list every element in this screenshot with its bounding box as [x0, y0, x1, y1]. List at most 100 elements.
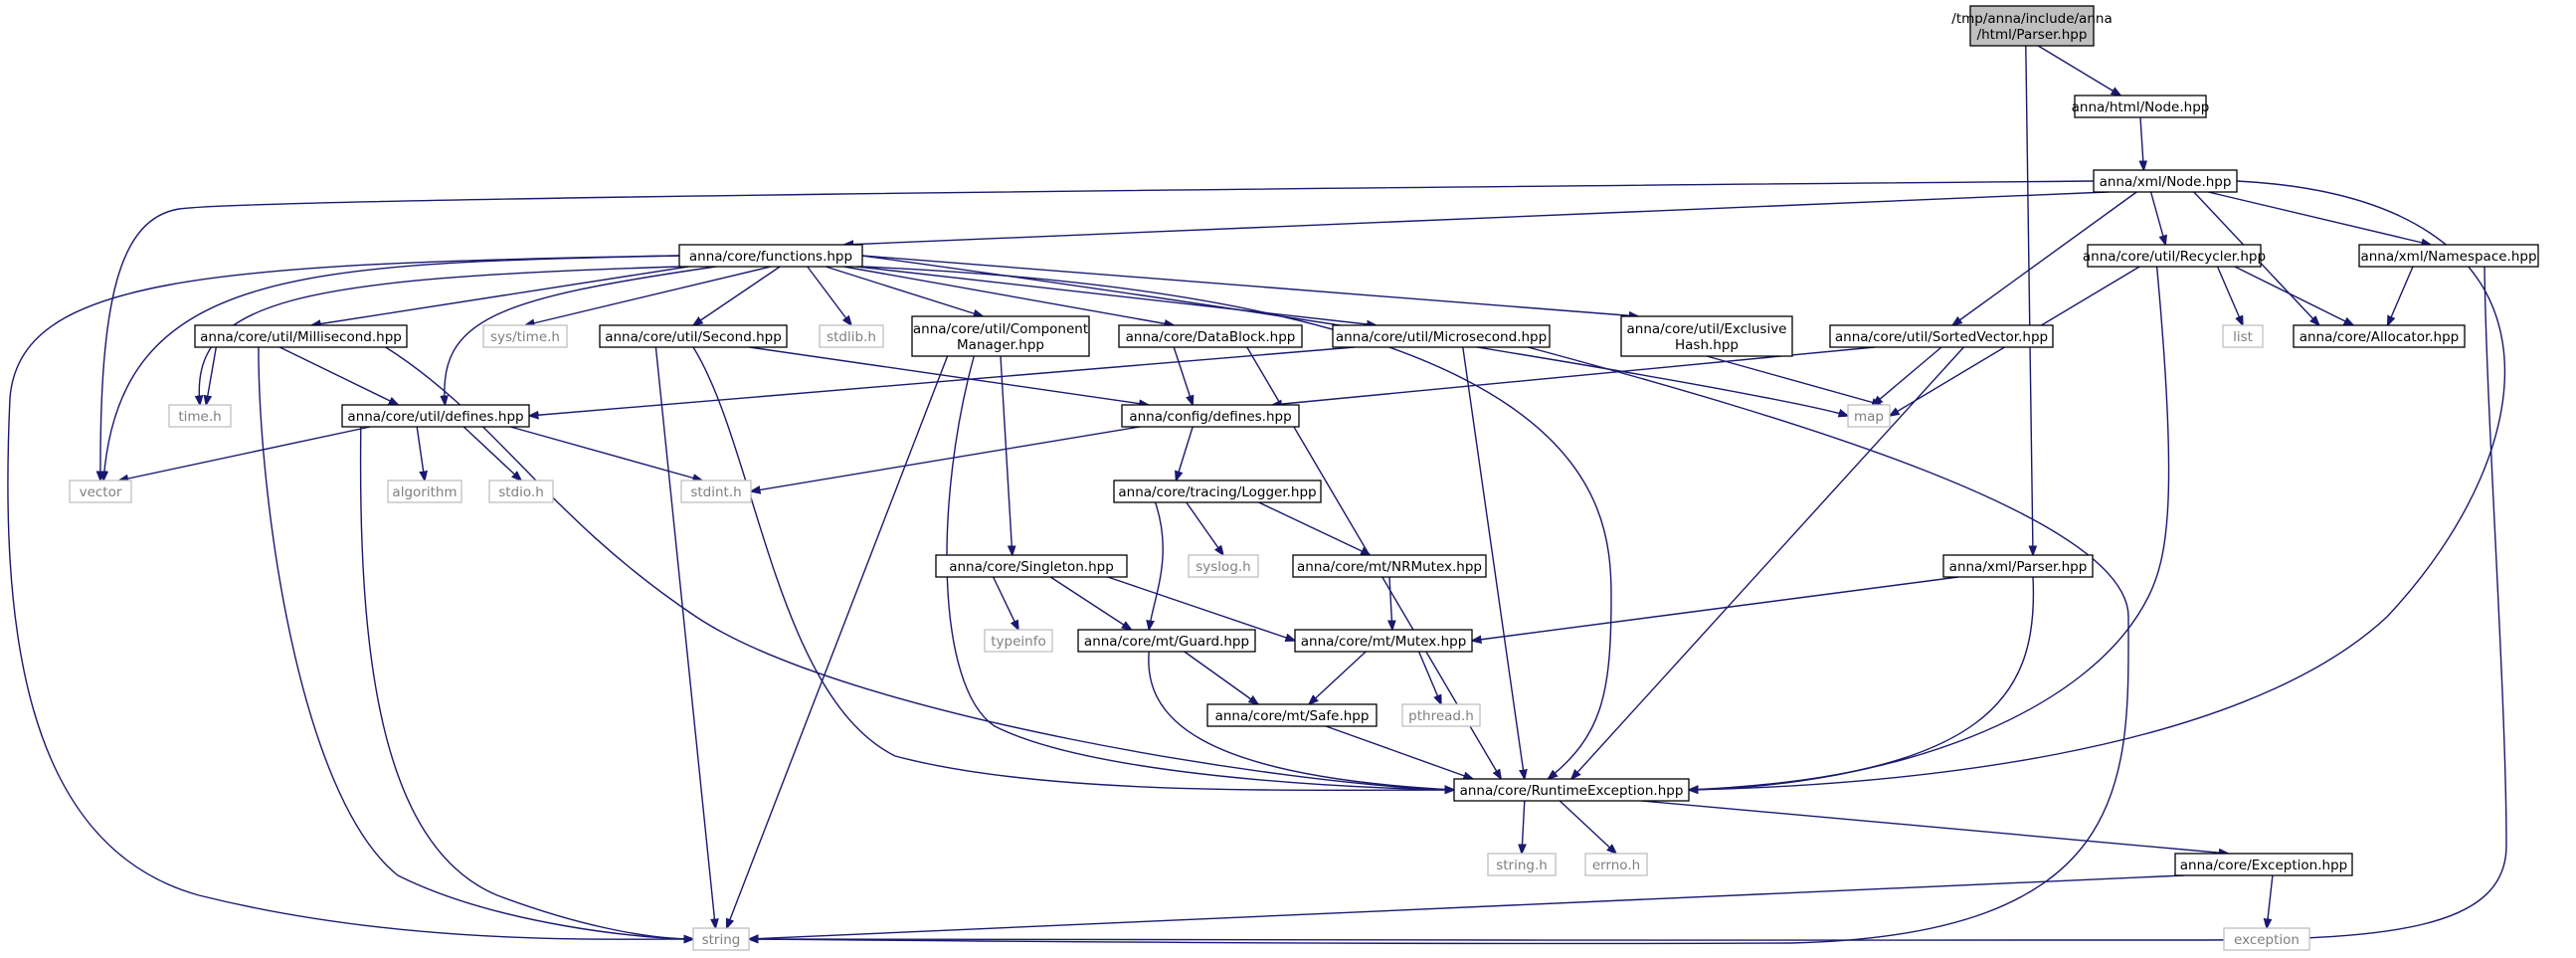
node-label: Hash.hpp	[1675, 337, 1739, 353]
node-box	[2087, 244, 2262, 268]
edge-guard-to-safe	[1184, 651, 1258, 704]
edge-mutex-to-pthread	[1417, 651, 1441, 704]
node-box	[1401, 703, 1481, 727]
edge-runtime-to-errno	[1559, 800, 1616, 854]
edge-functions-to-map	[861, 255, 1848, 416]
node-functions[interactable]: anna/core/functions.hpp	[678, 244, 863, 268]
node-box	[1487, 853, 1557, 876]
node-label: list	[2233, 329, 2253, 345]
edge-xml_node-to-recycler	[2149, 191, 2166, 245]
node-box	[935, 554, 1128, 578]
edge-runtime-to-exception_hpp	[1641, 800, 2229, 854]
node-config-defines[interactable]: anna/config/defines.hpp	[1121, 404, 1300, 428]
node-root[interactable]: /tmp/anna/include/anna/html/Parser.hpp	[1951, 5, 2113, 47]
node-label: anna/xml/Parser.hpp	[1949, 559, 2088, 575]
edge-util_defines-to-algorithm	[416, 426, 425, 480]
node-xml-parser[interactable]: anna/xml/Parser.hpp	[1942, 554, 2094, 578]
node-logger[interactable]: anna/core/tracing/Logger.hpp	[1113, 479, 1322, 503]
node-label: syslog.h	[1196, 559, 1250, 575]
node-safe[interactable]: anna/core/mt/Safe.hpp	[1206, 703, 1378, 727]
node-box	[1113, 479, 1322, 503]
edge-config_defines-to-logger	[1176, 426, 1194, 480]
edge-util_defines-to-string	[359, 426, 693, 939]
node-label: anna/core/util/Exclusive	[1627, 321, 1787, 337]
edge-microsecond-to-util_defines	[529, 346, 1355, 416]
node-box	[194, 324, 408, 348]
node-label: anna/core/util/defines.hpp	[347, 409, 523, 425]
edge-xml_node-to-functions	[844, 191, 2109, 245]
edge-nrmutex-to-mutex	[1389, 576, 1392, 630]
edge-xml_node-to-vector	[100, 180, 2095, 480]
edge-functions-to-stdlib	[807, 266, 851, 325]
edge-namespace-to-allocator	[2388, 266, 2414, 325]
edge-component-to-runtime	[946, 355, 1454, 790]
edge-runtime-to-string_h	[1522, 800, 1525, 854]
node-box	[2293, 324, 2466, 348]
node-label: anna/core/mt/Safe.hpp	[1215, 708, 1370, 724]
node-label: anna/core/Exception.hpp	[2180, 858, 2347, 873]
node-pthread: pthread.h	[1401, 703, 1481, 727]
node-html-node[interactable]: anna/html/Node.hpp	[2072, 95, 2210, 118]
node-label: anna/core/RuntimeException.hpp	[1460, 783, 1684, 799]
edge-functions-to-sys_time	[525, 266, 772, 325]
node-microsecond[interactable]: anna/core/util/Microsecond.hpp	[1332, 324, 1551, 348]
node-label: anna/config/defines.hpp	[1129, 409, 1291, 425]
node-singleton[interactable]: anna/core/Singleton.hpp	[935, 554, 1128, 578]
edge-singleton-to-mutex	[1107, 576, 1295, 641]
edge-guard-to-runtime	[1148, 651, 1454, 790]
node-mutex[interactable]: anna/core/mt/Mutex.hpp	[1294, 629, 1473, 653]
node-label: Manager.hpp	[957, 337, 1044, 353]
edge-safe-to-runtime	[1325, 725, 1473, 779]
node-label: stdio.h	[498, 484, 544, 500]
node-label: anna/core/tracing/Logger.hpp	[1118, 484, 1316, 500]
edge-logger-to-syslog	[1186, 501, 1223, 555]
node-exception: exception	[2223, 927, 2310, 951]
node-recycler[interactable]: anna/core/util/Recycler.hpp	[2083, 244, 2266, 268]
node-xml-node[interactable]: anna/xml/Node.hpp	[2093, 169, 2238, 193]
edge-util_defines-to-stdint	[510, 426, 702, 480]
node-label: sys/time.h	[490, 329, 560, 345]
node-guard[interactable]: anna/core/mt/Guard.hpp	[1077, 629, 1256, 653]
edge-xml_node-to-runtime	[1689, 180, 2506, 790]
edge-second-to-string	[654, 346, 715, 928]
node-second[interactable]: anna/core/util/Second.hpp	[599, 324, 788, 348]
node-label: map	[1854, 409, 1884, 425]
node-label: pthread.h	[1408, 708, 1474, 724]
node-box	[692, 927, 750, 951]
node-sortedvector[interactable]: anna/core/util/SortedVector.hpp	[1829, 324, 2054, 348]
node-millisecond[interactable]: anna/core/util/Millisecond.hpp	[194, 324, 408, 348]
node-runtime[interactable]: anna/core/RuntimeException.hpp	[1453, 778, 1690, 802]
edge-functions-to-string	[7, 255, 693, 939]
node-vector: vector	[69, 479, 132, 503]
node-namespace[interactable]: anna/xml/Namespace.hpp	[2358, 244, 2539, 268]
edge-util_defines-to-stdio	[462, 426, 521, 480]
edge-logger-to-guard	[1149, 501, 1164, 630]
node-box	[1332, 324, 1551, 348]
node-label: anna/core/mt/NRMutex.hpp	[1297, 559, 1482, 575]
node-box	[488, 479, 554, 503]
node-syslog: syslog.h	[1188, 554, 1259, 578]
node-nrmutex[interactable]: anna/core/mt/NRMutex.hpp	[1292, 554, 1487, 578]
node-label: anna/core/util/Recycler.hpp	[2083, 249, 2266, 265]
node-label: anna/core/Singleton.hpp	[949, 559, 1114, 575]
node-algorithm: algorithm	[387, 479, 462, 503]
node-string: string	[692, 927, 750, 951]
edge-recycler-to-allocator	[2234, 266, 2353, 325]
node-string-h: string.h	[1487, 853, 1557, 876]
node-label: anna/xml/Node.hpp	[2100, 174, 2232, 190]
node-allocator[interactable]: anna/core/Allocator.hpp	[2293, 324, 2466, 348]
edge-root-to-html_node	[2037, 45, 2120, 96]
node-exception-hpp[interactable]: anna/core/Exception.hpp	[2174, 853, 2353, 876]
edge-functions-to-second	[693, 266, 781, 325]
edge-namespace-to-string	[749, 266, 2507, 940]
node-errno: errno.h	[1584, 853, 1648, 876]
edge-logger-to-nrmutex	[1258, 501, 1371, 555]
edge-functions-to-millisecond	[311, 266, 689, 325]
edge-html_node-to-xml_node	[2140, 116, 2143, 170]
node-datablock[interactable]: anna/core/DataBlock.hpp	[1118, 324, 1303, 348]
edge-functions-to-time_h	[199, 266, 680, 405]
node-label: string	[702, 932, 741, 948]
node-util-defines[interactable]: anna/core/util/defines.hpp	[341, 404, 530, 428]
